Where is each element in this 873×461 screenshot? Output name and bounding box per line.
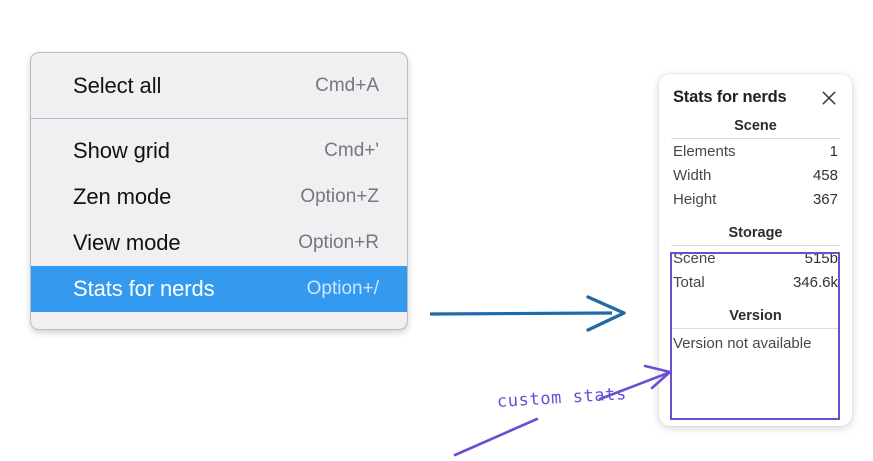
stats-row-height: Height 367 <box>659 187 852 211</box>
stats-divider <box>671 328 840 329</box>
menu-top-padding <box>31 53 407 63</box>
stats-row-storage-scene: Scene 515b <box>659 246 852 270</box>
menu-item-show-grid[interactable]: Show grid Cmd+' <box>31 128 407 174</box>
stats-panel-title: Stats for nerds <box>673 88 787 106</box>
menu-item-shortcut: Option+R <box>298 232 379 253</box>
menu-item-stats-for-nerds[interactable]: Stats for nerds Option+/ <box>31 266 407 312</box>
menu-item-zen-mode[interactable]: Zen mode Option+Z <box>31 174 407 220</box>
purple-tail-line <box>453 417 539 457</box>
blue-arrow <box>429 295 626 332</box>
menu-bottom-padding <box>31 312 407 329</box>
custom-stats-annotation-label: custom stats <box>496 384 628 412</box>
stats-row-elements: Elements 1 <box>659 139 852 163</box>
menu-item-label: Stats for nerds <box>73 276 215 301</box>
stats-row-value: 1 <box>829 143 838 160</box>
menu-item-shortcut: Cmd+A <box>315 75 379 96</box>
stats-version-value: Version not available <box>673 335 812 352</box>
close-icon[interactable] <box>820 89 838 107</box>
stats-divider <box>671 245 840 246</box>
stats-section-heading-storage: Storage <box>728 225 783 241</box>
stats-divider <box>671 138 840 139</box>
menu-item-label: Zen mode <box>73 184 172 209</box>
menu-item-shortcut: Option+/ <box>306 278 379 299</box>
menu-item-label: Show grid <box>73 138 170 163</box>
stats-row-width: Width 458 <box>659 163 852 187</box>
stats-row-key: Scene <box>673 250 716 267</box>
stats-row-key: Width <box>673 167 712 184</box>
stats-section-heading-version: Version <box>729 308 782 324</box>
stats-row-key: Total <box>673 274 705 291</box>
stats-row-value: 367 <box>812 191 838 208</box>
stats-row-value: 458 <box>812 167 838 184</box>
stats-section-gap <box>659 211 852 220</box>
menu-item-label: View mode <box>73 230 181 255</box>
stats-for-nerds-panel[interactable]: Stats for nerds Scene Elements 1 Width 4… <box>659 74 852 426</box>
menu-item-view-mode[interactable]: View mode Option+R <box>31 220 407 266</box>
menu-item-shortcut: Option+Z <box>300 186 379 207</box>
stats-row-value: 346.6k <box>792 274 838 291</box>
stats-panel-header: Stats for nerds <box>659 74 852 113</box>
menu-group-gap <box>31 119 407 128</box>
menu-item-label: Select all <box>73 73 162 98</box>
stats-row-key: Elements <box>673 143 736 160</box>
menu-item-select-all[interactable]: Select all Cmd+A <box>31 63 407 109</box>
stats-section-gap <box>659 294 852 303</box>
stats-row-storage-total: Total 346.6k <box>659 270 852 294</box>
menu-separator <box>31 118 407 119</box>
menu-item-shortcut: Cmd+' <box>324 140 379 161</box>
stats-row-value: 515b <box>804 250 838 267</box>
context-menu[interactable]: Select all Cmd+A Show grid Cmd+' Zen mod… <box>30 52 408 330</box>
stats-section-heading-scene: Scene <box>734 118 777 134</box>
stats-row-key: Height <box>673 191 717 208</box>
